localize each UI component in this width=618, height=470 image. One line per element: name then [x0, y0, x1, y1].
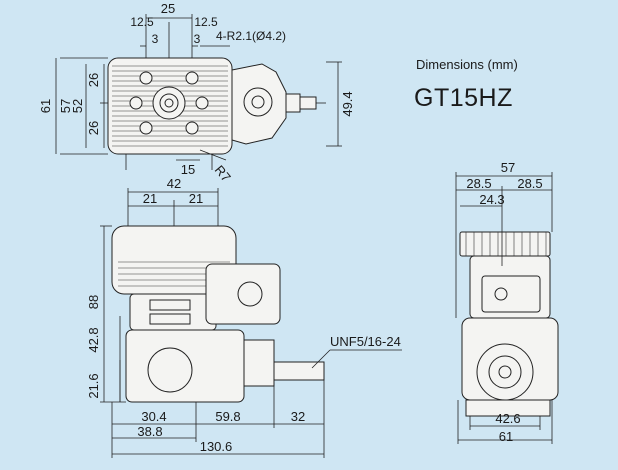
head-bolt [129, 96, 143, 110]
top-view: 25 12.5 12.5 3 3 4-R2.1(Ø4.2) 61 57 52 2… [38, 1, 355, 185]
front-view: 57 28.5 28.5 24.3 42.6 61 [455, 160, 559, 444]
dim-total-height: 61 [38, 99, 53, 113]
dim-side-height: 88 [86, 295, 101, 309]
dim-crank-height: 42.8 [86, 327, 101, 352]
dim-bolt-left: 3 [152, 32, 159, 46]
dim-lower: 26 [86, 121, 101, 135]
dim-inner-height: 52 [70, 99, 85, 113]
dim-front-width: 57 [501, 160, 515, 175]
dim-side-top-left: 21 [143, 191, 157, 206]
head-bolt [185, 121, 199, 135]
thread-spec: UNF5/16-24 [330, 334, 401, 349]
dim-corner-radius: R7 [212, 162, 234, 184]
dim-top-half-left: 12.5 [130, 15, 154, 29]
side-view: 42 21 21 88 42.8 21.6 30.4 59.8 32 38.8 … [86, 176, 402, 458]
units-label: Dimensions (mm) [416, 57, 518, 72]
dim-lower-height: 21.6 [86, 373, 101, 398]
dim-partial: 38.8 [137, 424, 162, 439]
dim-top-width: 25 [161, 1, 175, 16]
dim-bolt-right: 3 [194, 32, 201, 46]
head-bolt [139, 71, 153, 85]
dim-shaft-height: 49.4 [340, 91, 355, 116]
dim-front-half-right: 28.5 [517, 176, 542, 191]
head-bolt [139, 121, 153, 135]
dim-front-half-left: 28.5 [466, 176, 491, 191]
dim-front-offset: 24.3 [479, 192, 504, 207]
dim-upper: 26 [86, 73, 101, 87]
front-fins [465, 232, 547, 256]
dim-seg2: 59.8 [215, 409, 240, 424]
model-title: GT15HZ [414, 84, 513, 112]
dim-base-outer: 61 [499, 429, 513, 444]
dim-overall: 130.6 [200, 439, 233, 454]
dim-seg1: 30.4 [141, 409, 166, 424]
dim-bottom-offset: 15 [181, 162, 195, 177]
dim-base-inner: 42.6 [495, 411, 520, 426]
fin-pattern [112, 65, 228, 147]
dim-top-half-right: 12.5 [194, 15, 218, 29]
head-bolt [185, 71, 199, 85]
dim-mount-hole: 4-R2.1(Ø4.2) [216, 29, 286, 43]
dim-seg3: 32 [291, 409, 305, 424]
dim-mid-height: 57 [58, 99, 73, 113]
dim-side-top-width: 42 [167, 176, 181, 191]
head-bolt [195, 96, 209, 110]
dim-side-top-right: 21 [189, 191, 203, 206]
